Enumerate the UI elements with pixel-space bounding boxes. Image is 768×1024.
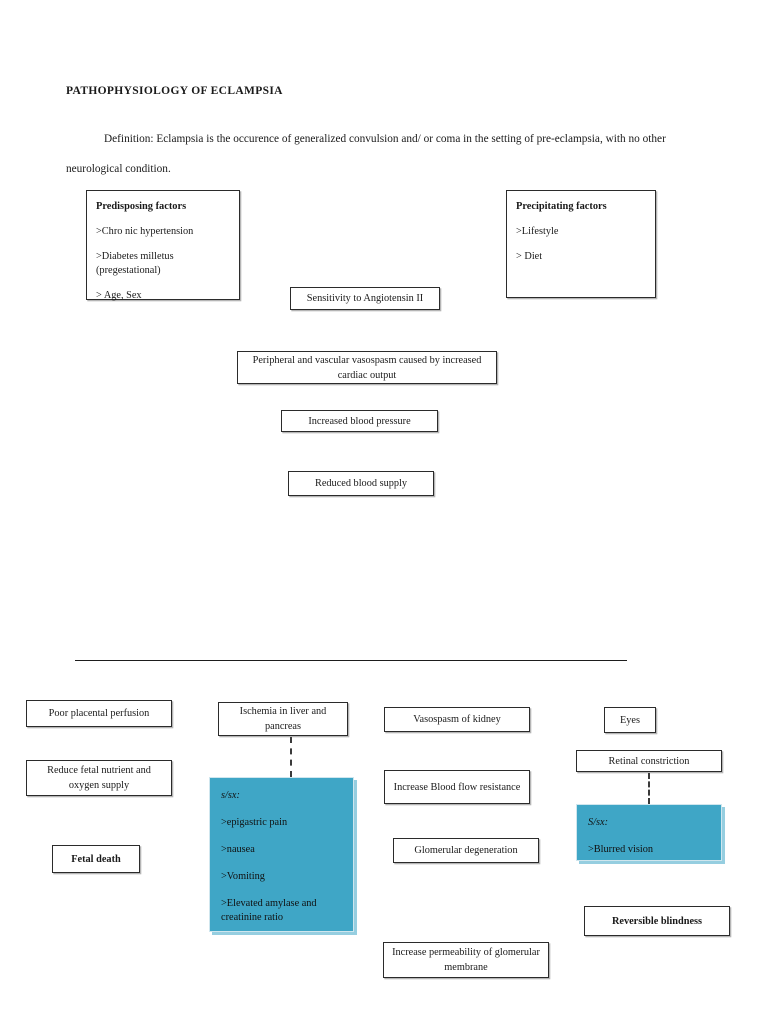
page-title: PATHOPHYSIOLOGY OF ECLAMPSIA: [66, 85, 283, 97]
reversible-blindness-box: Reversible blindness: [584, 906, 730, 936]
retinal-constriction-box: Retinal constriction: [576, 750, 722, 772]
blood-flow-resistance-box: Increase Blood flow resistance: [384, 770, 530, 804]
glomerular-degeneration-box: Glomerular degeneration: [393, 838, 539, 863]
hepatic-symptoms-box: s/sx: >epigastric pain >nausea >Vomiting…: [209, 777, 354, 932]
connector-ischemia-to-symptoms: [290, 737, 292, 777]
predisposing-item-hypertension: >Chro nic hypertension: [96, 226, 194, 237]
vasospasm-kidney-box: Vasospasm of kidney: [384, 707, 530, 732]
increased-blood-pressure-box: Increased blood pressure: [281, 410, 438, 432]
predisposing-item-age-sex: > Age, Sex: [96, 290, 142, 301]
hepatic-sx-nausea: >nausea: [221, 844, 255, 855]
precipitating-item-diet: > Diet: [516, 251, 543, 262]
peripheral-vasospasm-box: Peripheral and vascular vasospasm caused…: [237, 351, 497, 384]
fetal-death-box: Fetal death: [52, 845, 140, 873]
sensitivity-angiotensin-box: Sensitivity to Angiotensin II: [290, 287, 440, 310]
poor-placental-perfusion-box: Poor placental perfusion: [26, 700, 172, 727]
ocular-sx-heading: S/sx:: [588, 817, 609, 828]
ocular-sx-blurred-vision: >Blurred vision: [588, 844, 654, 855]
predisposing-factors-box: Predisposing factors >Chro nic hypertens…: [86, 190, 240, 301]
reduce-fetal-nutrient-box: Reduce fetal nutrient and oxygen supply: [26, 760, 172, 796]
glomerular-permeability-box: Increase permeability of glomerular memb…: [383, 942, 549, 978]
predisposing-item-diabetes: >Diabetes milletus (pregestational): [96, 251, 174, 276]
definition-paragraph: Definition: Eclampsia is the occurence o…: [66, 133, 666, 175]
predisposing-factors-heading: Predisposing factors: [96, 201, 187, 212]
hepatic-sx-vomiting: >Vomiting: [221, 871, 265, 882]
hepatic-sx-epigastric-pain: >epigastric pain: [221, 817, 288, 828]
precipitating-factors-box: Precipitating factors >Lifestyle > Diet: [506, 190, 656, 298]
hepatic-sx-elevated-amylase: >Elevated amylase and creatinine ratio: [221, 898, 317, 923]
precipitating-factors-heading: Precipitating factors: [516, 201, 607, 212]
reduced-blood-supply-box: Reduced blood supply: [288, 471, 434, 496]
section-divider: [75, 660, 627, 661]
eyes-box: Eyes: [604, 707, 656, 733]
ischemia-liver-pancreas-box: Ischemia in liver and pancreas: [218, 702, 348, 736]
ocular-symptoms-box: S/sx: >Blurred vision: [576, 804, 722, 861]
hepatic-sx-heading: s/sx:: [221, 790, 240, 801]
precipitating-item-lifestyle: >Lifestyle: [516, 226, 559, 237]
connector-retinal-to-symptoms: [648, 773, 650, 804]
